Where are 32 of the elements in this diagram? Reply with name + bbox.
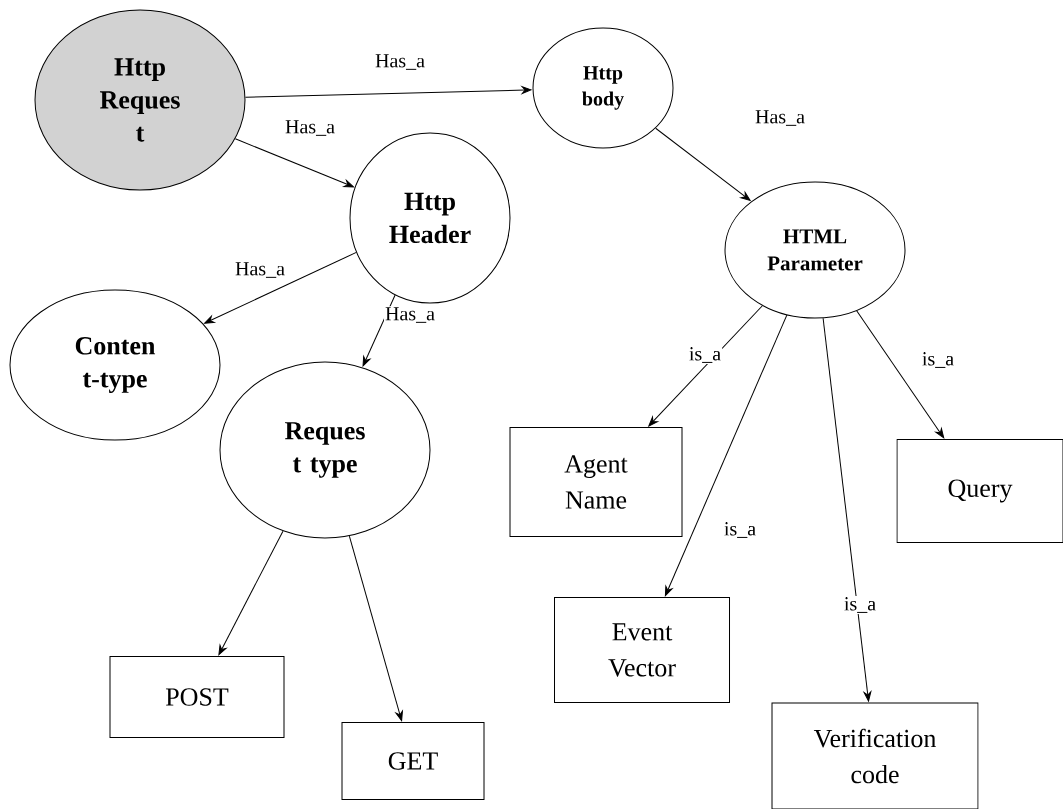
box-node: Query — [896, 439, 1063, 543]
arrow — [655, 127, 751, 201]
arrow — [856, 310, 945, 439]
arrow — [362, 294, 396, 367]
edge-label: Has_a — [384, 306, 436, 324]
arrow — [204, 251, 357, 324]
box-node: GET — [341, 722, 485, 800]
box-node: Agent Name — [509, 427, 683, 537]
box-node: Event Vector — [554, 597, 730, 703]
arrow — [218, 530, 284, 656]
arrow — [348, 535, 403, 722]
arrow — [822, 317, 872, 702]
ellipse-node: Http Reques t — [34, 9, 246, 191]
edge-label: is_a — [842, 596, 878, 614]
arrow — [244, 86, 532, 98]
ellipse-node: Reques t type — [219, 361, 431, 539]
edge-label: is_a — [722, 521, 758, 539]
arrow — [664, 314, 788, 597]
arrow — [648, 305, 763, 427]
edge-label: Has_a — [754, 109, 806, 127]
arrow — [234, 138, 354, 188]
box-node: POST — [109, 656, 285, 738]
edge-label: is_a — [687, 346, 723, 364]
edge-label: Has_a — [284, 119, 336, 137]
ellipse-node: HTML Parameter — [724, 181, 906, 319]
edge-label: Has_a — [234, 261, 286, 279]
ellipse-node: Http body — [532, 27, 674, 149]
box-node: Verification code — [771, 702, 979, 809]
edge-label: Has_a — [374, 53, 426, 71]
edge-label: is_a — [920, 351, 956, 369]
ellipse-node: Http Header — [349, 132, 511, 304]
ellipse-node: Conten t-type — [9, 289, 221, 441]
